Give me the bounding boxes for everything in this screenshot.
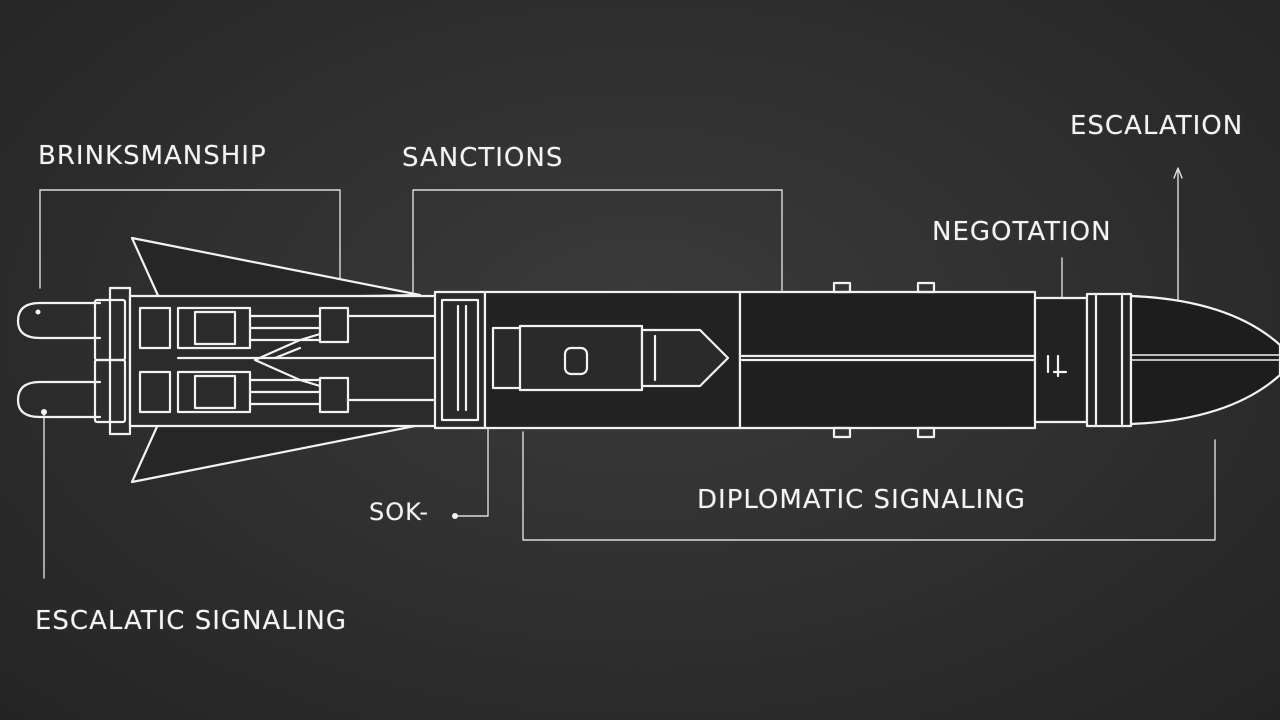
label-negotation: NEGOTATION: [932, 217, 1112, 247]
engine-section: [93, 286, 442, 436]
leader-escalatic-dot: [41, 409, 47, 415]
label-diplomatic-signaling: DIPLOMATIC SIGNALING: [697, 485, 1026, 515]
label-brinksmanship: BRINKSMANSHIP: [38, 141, 267, 171]
lower-nozzle: [16, 380, 102, 419]
forward-section: [1033, 292, 1280, 428]
upper-tail-fin: [130, 236, 422, 302]
label-sok: SOK-: [369, 498, 430, 526]
leader-diplomatic: [522, 431, 1216, 541]
upper-nozzle: [16, 301, 102, 340]
label-escalatic-signaling: ESCALATIC SIGNALING: [35, 606, 347, 636]
leader-sok: [454, 427, 489, 517]
leader-sanctions: [412, 189, 783, 339]
main-body: [483, 281, 1037, 439]
leader-sok-dot: [452, 513, 458, 519]
leader-escalation-arrowhead: [1173, 167, 1183, 179]
leader-lines: [39, 167, 1216, 579]
coupling-ring: [433, 290, 487, 430]
nozzle-pods: [16, 301, 102, 419]
label-sanctions: SANCTIONS: [402, 143, 564, 173]
lower-tail-fin: [130, 418, 422, 484]
label-escalation: ESCALATION: [1070, 111, 1244, 141]
leader-brinksmanship: [39, 189, 341, 297]
